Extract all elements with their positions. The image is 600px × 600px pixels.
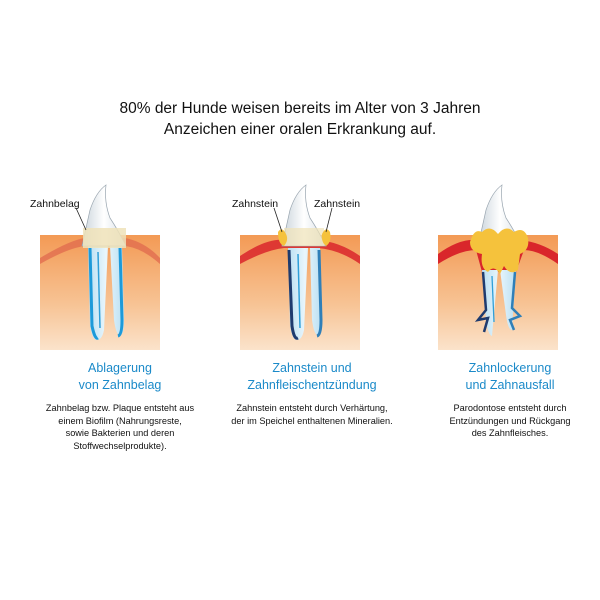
tooth-root [88, 246, 124, 340]
calculus-right [321, 229, 331, 246]
callout-plaque-label: Zahnbelag [30, 198, 80, 210]
tooth-diagram-tartar [240, 184, 360, 350]
stage-title-line-1: Zahnstein und [272, 361, 352, 375]
root-canal-right [117, 247, 124, 338]
stage-description-plaque: Zahnbelag bzw. Plaque entsteht aus einem… [30, 402, 210, 452]
plaque-layer [284, 228, 324, 246]
tooth-diagram-tooth-loss [438, 184, 558, 350]
root-canal-left [287, 249, 299, 340]
plaque-layer [83, 228, 126, 248]
stage-title-tartar: Zahnstein und Zahnfleischentzündung [222, 360, 402, 394]
damaged-root-right [508, 271, 523, 331]
desc-line: der im Speichel enthaltenen Mineralien. [231, 415, 393, 426]
callout-tartar-left-label: Zahnstein [232, 198, 279, 210]
callout-line-plaque [75, 207, 87, 231]
gum-line [40, 238, 160, 264]
desc-line: Zahnbelag bzw. Plaque entsteht aus [45, 403, 195, 413]
stage-title-line-2: und Zahnausfall [465, 378, 555, 392]
pulp-canal [491, 275, 495, 323]
tooth-root [482, 270, 516, 336]
inflamed-gum-line [240, 239, 360, 264]
stage-title-tooth-loss: Zahnlockerung und Zahnausfall [420, 360, 600, 394]
stage-description-tartar: Zahnstein entsteht durch Verhärtung, der… [222, 402, 402, 427]
stage-title-line-2: Zahnfleischentzündung [247, 378, 377, 392]
headline-line-1: 80% der Hunde weisen bereits im Alter vo… [119, 100, 481, 117]
callout-line-tartar-right [325, 207, 333, 233]
desc-line: Stoffwechselprodukte). [73, 440, 167, 451]
desc-line: sowie Bakterien und deren [65, 428, 175, 438]
desc-line: Parodontose entsteht durch [453, 403, 567, 413]
stage-description-tooth-loss: Parodontose entsteht durch Entzündungen … [420, 402, 600, 440]
desc-line: Entzündungen und Rückgang [449, 415, 571, 426]
desc-line: einem Biofilm (Nahrungsreste, [58, 415, 182, 426]
callout-line-tartar-left [273, 207, 283, 233]
root-canal-right [316, 249, 323, 338]
stage-title-line-1: Zahnlockerung [468, 361, 552, 375]
stage-panel-plaque: Zahnbelag Ablagerung von Zahnbelag Zahnb… [30, 180, 210, 480]
pulp-canal [97, 251, 101, 329]
stage-title-plaque: Ablagerung von Zahnbelag [30, 360, 210, 394]
headline-line-2: Anzeichen einer oralen Erkrankung auf. [163, 121, 437, 138]
tooth-diagram-plaque [40, 184, 160, 350]
desc-line: Zahnstein entsteht durch Verhärtung, [236, 403, 388, 413]
tooth-root [288, 248, 322, 340]
pulp-canal [297, 253, 301, 329]
headline: 80% der Hunde weisen bereits im Alter vo… [0, 98, 600, 140]
damaged-root-left [474, 271, 490, 333]
heavy-calculus [470, 228, 529, 274]
callout-tartar-right-label: Zahnstein [314, 198, 361, 210]
desc-line: des Zahnfleisches. [471, 428, 549, 438]
stage-panel-tartar: Zahnstein Zahnstein Zahnstein und Zahnfl… [222, 180, 402, 480]
root-canal-left [88, 247, 99, 340]
stage-title-line-1: Ablagerung [88, 361, 152, 375]
calculus-left [278, 229, 288, 246]
stage-panel-tooth-loss: Zahnlockerung und Zahnausfall Parodontos… [420, 180, 600, 480]
stage-title-line-2: von Zahnbelag [78, 378, 162, 392]
